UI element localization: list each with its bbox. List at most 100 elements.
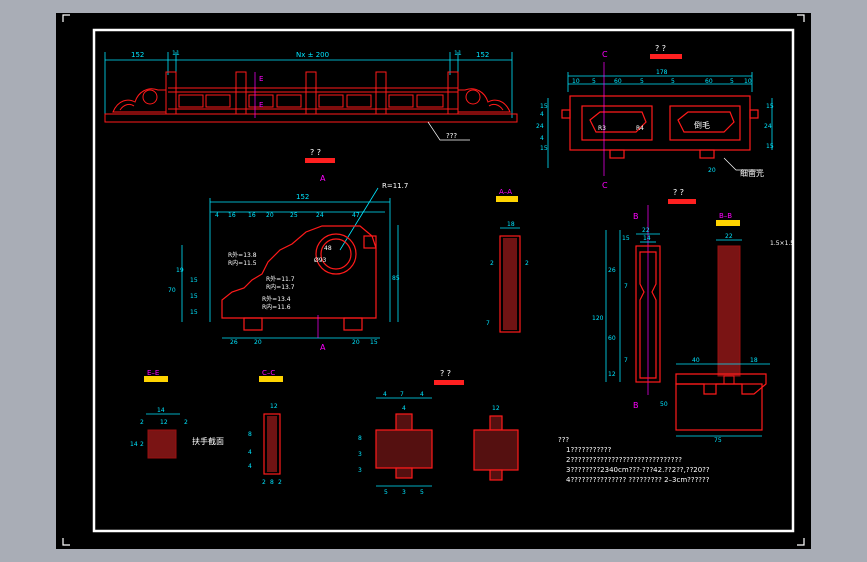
end-post-note: R内=13.7 [266, 283, 295, 291]
detail-block-mid-dim: 4 [402, 405, 406, 412]
notes-line: 4??????????????? ????????? 2–3cm?????? [566, 476, 710, 484]
detail-block2-dim-top: 12 [492, 405, 500, 412]
section-cc-bottom-dim: 2 [278, 479, 282, 486]
end-post-row-dim: 25 [290, 212, 298, 219]
detail-block: ? ? 4 7 4 4 8 3 3 5 3 5 [358, 369, 464, 496]
detail-block-bottom-dim: 3 [402, 489, 406, 496]
section-ee-tag-bar [144, 376, 168, 382]
section-bb-dim-18: 18 [750, 357, 758, 364]
section-cc: C–C 12 8 4 4 2 8 2 [248, 369, 283, 486]
end-post-label-a-bottom: A [320, 343, 326, 352]
general-notes: ??? 1??????????? 2??????????????????????… [558, 436, 710, 484]
section-bb-dim-75: 75 [714, 437, 722, 444]
section-c-label-top: C [602, 50, 608, 59]
end-post-row-dim: 24 [316, 212, 324, 219]
railing-elevation: 152 11 Nx ± 200 11 152 [104, 50, 518, 141]
end-post-bottom-dim: 20 [254, 339, 262, 346]
end-post-left-dim: 15 [190, 309, 198, 316]
section-cc-left-dim: 4 [248, 449, 252, 456]
post-tag-bar [668, 199, 696, 204]
corner-marks [62, 14, 805, 546]
section-cc-tag: C–C [262, 369, 275, 377]
section-c-dim: 5 [592, 78, 596, 85]
section-c: C ? ? 178 10 5 60 5 5 60 5 10 [536, 44, 774, 190]
post-label-b-top: B [633, 212, 639, 221]
end-post-r-label: R=11.7 [382, 182, 408, 190]
end-post-tag-text: ? ? [310, 148, 321, 157]
elev-dim-center: Nx ± 200 [296, 51, 329, 59]
end-post-view: ? ? A 152 4 16 16 20 25 24 47 R=11.7 [168, 148, 408, 352]
post-dim-top2: 14 [643, 235, 651, 242]
end-post-left-dim: 15 [190, 277, 198, 284]
section-cc-tag-bar [259, 376, 283, 382]
section-c-side-note: 细凿光 [740, 168, 764, 178]
detail-block-left-dim: 3 [358, 451, 362, 458]
end-post-left-dim: 19 [176, 267, 184, 274]
detail-block-tag-bar [434, 380, 464, 385]
section-c-dim: 60 [614, 78, 622, 85]
section-c-right-dim: 15 [766, 143, 774, 150]
post-left-dim: 12 [608, 371, 616, 378]
detail-block-left-dim: 8 [358, 435, 362, 442]
end-post-note: R内=11.5 [228, 259, 257, 267]
notes-line: 3????????2340cm???·???42.??2??,??20?? [566, 466, 710, 474]
section-cc-bottom-dim: 8 [270, 479, 274, 486]
notes-line: 2?????????????????????????????? [566, 456, 682, 464]
post-view: ? ? B 22 14 15 26 7 60 7 12 120 B [592, 188, 696, 410]
end-post-left-dim: 70 [168, 287, 176, 294]
end-post-bottom-dim: 26 [230, 339, 238, 346]
section-c-left-dim: 15 [540, 145, 548, 152]
section-c-label-bottom: C [602, 181, 608, 190]
post-left-dim: 60 [608, 335, 616, 342]
section-aa-tag: A–A [499, 188, 512, 196]
section-c-dim-total: 178 [656, 69, 668, 76]
detail-block-left-dim: 3 [358, 467, 362, 474]
section-aa-dim-2r: 2 [525, 260, 529, 267]
section-ee-dim: 12 [160, 419, 168, 426]
section-c-tag-text: ? ? [655, 44, 666, 53]
detail-block-tag-text: ? ? [440, 369, 451, 378]
elev-dim-right: 152 [476, 51, 489, 59]
section-bb-dim-top: 22 [725, 233, 733, 240]
end-post-label-a-top: A [320, 174, 326, 183]
elev-label-e2: E [259, 101, 263, 109]
end-post-row-dim: 16 [248, 212, 256, 219]
detail-block-bottom-dim: 5 [420, 489, 424, 496]
end-post-note: R外=13.4 [262, 295, 291, 303]
section-aa-tag-bar [496, 196, 518, 202]
elev-dim-small-left: 11 [172, 50, 180, 57]
end-post-note: R外=11.7 [266, 275, 295, 283]
notes-line: 1??????????? [566, 446, 612, 454]
section-bb-tag: B–B [719, 212, 732, 220]
section-ee-side-dim: 2 [140, 441, 144, 448]
end-post-row-dim: 16 [228, 212, 236, 219]
section-c-left-dim: 4 [540, 135, 544, 142]
end-post-note: R外=13.8 [228, 251, 257, 259]
section-bb-dim-50: 50 [660, 401, 668, 408]
post-left-dim: 7 [624, 283, 628, 290]
end-post-dim-93: Ø93 [314, 257, 327, 264]
end-post-row-dim: 20 [266, 212, 274, 219]
section-bb-corner: 1.5×1.5 [770, 240, 794, 247]
section-c-inner-note: 倒毛 [694, 120, 710, 130]
end-post-dim-48: 48 [324, 245, 332, 252]
section-c-dim: 60 [705, 78, 713, 85]
post-left-dim: 26 [608, 267, 616, 274]
end-post-left-dim: 15 [190, 293, 198, 300]
section-c-left-dim: 15 [540, 103, 548, 110]
section-c-dim: 5 [640, 78, 644, 85]
section-bb-dim-40: 40 [692, 357, 700, 364]
section-c-right-dim: 24 [764, 123, 772, 130]
section-ee-side-dim: 14 [130, 441, 138, 448]
section-ee-note: 扶手截面 [192, 436, 224, 446]
end-post-note: R内=11.6 [262, 303, 291, 311]
section-cc-left-dim: 4 [248, 463, 252, 470]
section-ee: E–E 14 2 12 2 14 2 扶手截面 [130, 369, 224, 459]
section-aa-dim-2l: 2 [490, 260, 494, 267]
section-c-left-dim: 24 [536, 123, 544, 130]
section-ee-tag: E–E [147, 369, 159, 377]
section-ee-dim: 2 [140, 419, 144, 426]
section-cc-dim-top: 12 [270, 403, 278, 410]
section-c-dim-20: 20 [708, 167, 716, 174]
detail-block-bottom-dim: 5 [384, 489, 388, 496]
